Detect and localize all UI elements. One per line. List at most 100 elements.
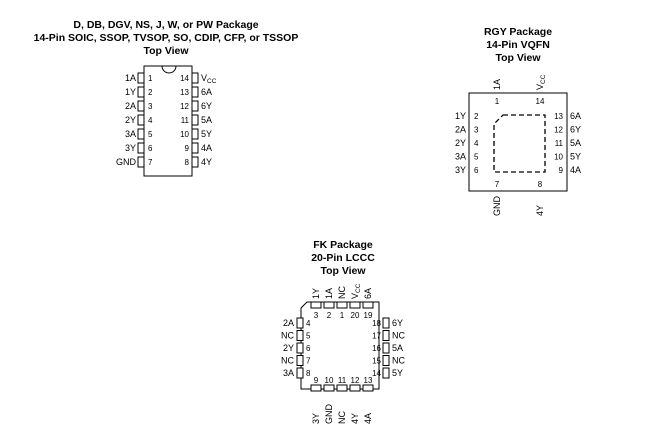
fk-pin-name-20: VCC: [350, 283, 362, 299]
rgy-pin-name-14: VCC: [535, 74, 547, 90]
soic-pin-10: [191, 128, 199, 140]
soic-pin-name-9: 4A: [201, 143, 212, 153]
fk-pin-4: [296, 317, 304, 329]
rgy-pin-name-3-main: 2A: [455, 125, 466, 135]
fk-pin-num-20: 20: [351, 311, 360, 320]
rgy-pin-name-6-main: 3Y: [455, 165, 466, 175]
rgy-pin-num-6: 6: [474, 166, 479, 175]
soic-pin-name-6-main: 3Y: [125, 143, 136, 153]
rgy-title-3: Top View: [495, 52, 541, 64]
fk-pin-num-17: 17: [372, 332, 381, 341]
soic-pin-12: [191, 100, 199, 112]
fk-pin-16: [382, 342, 390, 354]
rgy-pin-num-11: 11: [555, 139, 564, 148]
soic-pin-1: [137, 72, 145, 84]
fk-pin-name-15-main: NC: [392, 356, 405, 366]
fk-pin-name-1-main: NC: [337, 286, 347, 299]
rgy-pin-name-5: 3A: [455, 152, 466, 162]
fk-pin-num-14: 14: [372, 369, 381, 378]
fk-pin-num-7: 7: [306, 357, 311, 366]
fk-package: FK Package 20-Pin LCCC Top View 1Y31A2NC…: [281, 239, 405, 424]
fk-pin-2: [323, 301, 335, 309]
fk-pin-17: [382, 330, 390, 341]
soic-pin-name-12-main: 6Y: [201, 101, 212, 111]
soic-pin-name-2-main: 1Y: [125, 87, 136, 97]
soic-pin-num-4: 4: [148, 116, 153, 125]
rgy-pin-name-6: 3Y: [455, 165, 466, 175]
soic-pin-num-2: 2: [148, 88, 153, 97]
fk-pin-3: [310, 301, 322, 309]
rgy-pin-num-10: 10: [554, 153, 563, 162]
soic-pin-name-8-main: 4Y: [201, 157, 212, 167]
rgy-pin-name-4: 2Y: [455, 138, 466, 148]
soic-pin-name-8: 4Y: [201, 157, 212, 167]
fk-title-3: Top View: [320, 265, 366, 277]
fk-pin-13: [362, 384, 374, 392]
fk-pin-8: [296, 367, 304, 379]
fk-pin-name-3: 1Y: [311, 288, 321, 299]
soic-pin-name-11-main: 5A: [201, 115, 212, 125]
fk-pin-num-6: 6: [306, 344, 311, 353]
soic-pin-num-7: 7: [148, 158, 153, 167]
soic-pin-name-12: 6Y: [201, 101, 212, 111]
fk-pin-name-9: 3Y: [311, 413, 321, 424]
soic-pin-13: [191, 86, 199, 98]
rgy-pin-name-13-main: 6A: [570, 111, 581, 121]
fk-pin-name-7: NC: [281, 356, 294, 366]
soic-pin-14: [191, 72, 199, 84]
rgy-pin-name-12-main: 6Y: [570, 125, 581, 135]
soic-pin-name-1: 1A: [125, 73, 136, 83]
fk-pin-name-12-main: 4Y: [350, 413, 360, 424]
rgy-pin-name-2: 1Y: [455, 111, 466, 121]
soic-pin-num-14: 14: [180, 74, 189, 83]
soic-pin-name-4-main: 2Y: [125, 115, 136, 125]
fk-pin-name-10-main: GND: [324, 404, 334, 425]
soic-pin-5: [137, 128, 145, 140]
soic-pin-name-4: 2Y: [125, 115, 136, 125]
rgy-pin-num-13: 13: [554, 112, 563, 121]
rgy-title-1: RGY Package: [484, 26, 552, 38]
soic-pin-name-13-main: 6A: [201, 87, 212, 97]
soic-pin-name-5-main: 3A: [125, 129, 136, 139]
fk-pin-9: [310, 384, 322, 392]
fk-pin-num-4: 4: [306, 319, 311, 328]
rgy-pin-name-14-main: V: [535, 84, 545, 90]
rgy-pin-name-1-main: 1A: [492, 79, 502, 90]
rgy-thermal-pad: [493, 114, 546, 173]
fk-pin-14: [382, 367, 390, 379]
soic-pin-name-14-subscript: CC: [207, 78, 217, 85]
fk-pin-name-13: 4A: [363, 413, 373, 424]
fk-pin-name-17-main: NC: [392, 331, 405, 341]
rgy-pin-num-9: 9: [559, 166, 564, 175]
soic-pin-2: [137, 86, 145, 98]
rgy-pin-name-10: 5Y: [570, 152, 581, 162]
rgy-pin-name-8: 4Y: [535, 205, 545, 216]
fk-pin-num-9: 9: [314, 376, 319, 385]
rgy-pin-name-1: 1A: [492, 79, 502, 90]
fk-pin-name-8: 3A: [283, 368, 294, 378]
fk-pin-name-9-main: 3Y: [311, 413, 321, 424]
fk-pin-20: [349, 301, 361, 309]
soic-pin-num-6: 6: [148, 144, 153, 153]
rgy-pin-name-13: 6A: [570, 111, 581, 121]
rgy-pin-name-14-subscript: CC: [540, 74, 547, 84]
soic-pin-name-7-main: GND: [116, 157, 137, 167]
fk-pin-name-18: 6Y: [392, 318, 403, 328]
fk-pin-19: [362, 301, 374, 309]
soic-pin-num-1: 1: [148, 74, 153, 83]
soic-title-3: Top View: [143, 45, 189, 57]
soic-pin-name-2: 1Y: [125, 87, 136, 97]
fk-pin-num-12: 12: [351, 376, 360, 385]
fk-pin-num-1: 1: [340, 311, 345, 320]
fk-pin-num-15: 15: [372, 357, 381, 366]
soic-pin-name-14: VCC: [201, 73, 217, 85]
rgy-pin-num-7: 7: [495, 180, 500, 189]
fk-pin-num-3: 3: [314, 311, 319, 320]
soic-pin-num-3: 3: [148, 102, 153, 111]
